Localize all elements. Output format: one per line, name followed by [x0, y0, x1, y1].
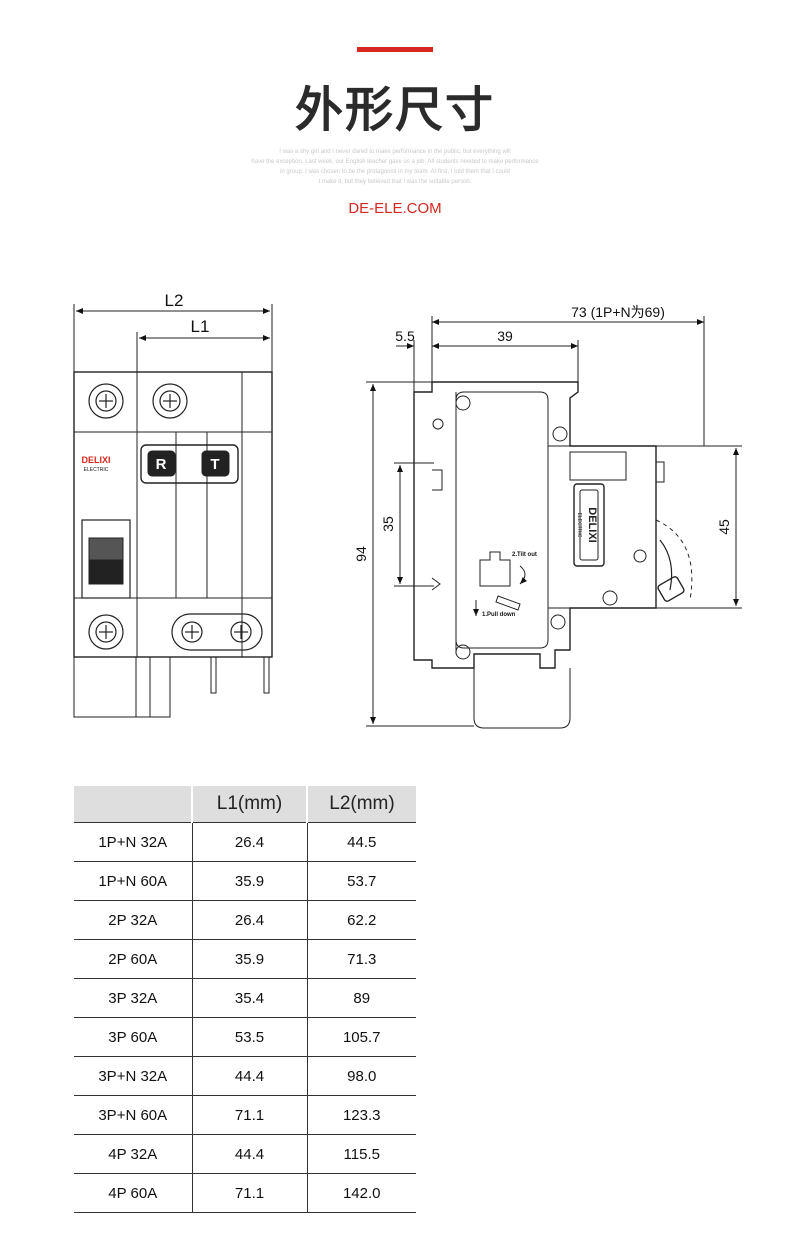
table-cell-l1: 35.4	[191, 978, 308, 1018]
table-cell-l2: 105.7	[307, 1017, 416, 1057]
table-cell-l1: 44.4	[191, 1134, 308, 1174]
front-view-drawing	[73, 304, 273, 718]
dim-label-total-depth: 73 (1P+N为69)	[571, 304, 665, 320]
table-cell-l2: 71.3	[307, 939, 416, 979]
table-cell-model: 4P 32A	[74, 1134, 192, 1174]
table-cell-model: 1P+N 32A	[74, 822, 192, 862]
dim-label-l1: L1	[191, 317, 210, 336]
table-cell-model: 2P 60A	[74, 939, 192, 979]
reset-button-label: R	[156, 456, 167, 473]
accent-bar	[357, 47, 433, 52]
table-cell-l2: 89	[307, 978, 416, 1018]
front-screws	[88, 383, 263, 651]
decorative-blurb: I was a shy girl and I never dared to ma…	[215, 147, 575, 187]
side-view-drawing	[366, 316, 742, 729]
table-cell-l2: 98.0	[307, 1056, 416, 1096]
table-cell-model: 1P+N 60A	[74, 861, 192, 901]
table-cell-l2: 53.7	[307, 861, 416, 901]
table-cell-l2: 115.5	[307, 1134, 416, 1174]
table-header-l1: L1(mm)	[191, 786, 307, 823]
side-brand-logo: DELIXI	[586, 507, 598, 542]
table-cell-l1: 26.4	[191, 822, 308, 862]
table-header-model	[74, 786, 192, 823]
table-cell-model: 4P 60A	[74, 1173, 192, 1213]
table-cell-l1: 44.4	[191, 1056, 308, 1096]
blurb-line: t make it, but they believed that I was …	[318, 179, 472, 185]
dim-label-offset: 5.5	[395, 328, 415, 344]
table-cell-model: 2P 32A	[74, 900, 192, 940]
pull-down-label: 1.Pull down	[482, 612, 516, 618]
table-cell-model: 3P+N 32A	[74, 1056, 192, 1096]
table-header-row: L1(mm) L2(mm)	[74, 786, 416, 823]
table-cell-l1: 26.4	[191, 900, 308, 940]
table-cell-l1: 71.1	[191, 1095, 308, 1135]
table-cell-l2: 44.5	[307, 822, 416, 862]
site-link[interactable]: DE-ELE.COM	[348, 200, 442, 217]
table-cell-l1: 53.5	[191, 1017, 308, 1057]
dim-label-rail: 39	[497, 328, 513, 344]
tilt-out-label: 2.Tilt out	[512, 552, 537, 558]
page-title: 外形尺寸	[294, 82, 495, 138]
blurb-line: in group. I was chosen to be the protago…	[280, 169, 510, 175]
table-cell-l2: 142.0	[307, 1173, 416, 1213]
dim-label-height: 94	[353, 546, 369, 562]
dim-label-l2: L2	[165, 291, 184, 310]
dim-label-inner: 35	[380, 516, 396, 532]
table-cell-model: 3P 60A	[74, 1017, 192, 1057]
table-cell-model: 3P+N 60A	[74, 1095, 192, 1135]
test-button-label: T	[210, 456, 219, 473]
front-brand-sub: ELECTRIC	[84, 467, 109, 473]
table-cell-l2: 123.3	[307, 1095, 416, 1135]
table-cell-l1: 71.1	[191, 1173, 308, 1213]
table-cell-l1: 35.9	[191, 861, 308, 901]
table-cell-model: 3P 32A	[74, 978, 192, 1018]
table-cell-l1: 35.9	[191, 939, 308, 979]
front-brand-logo: DELIXI	[81, 455, 110, 465]
dim-label-right: 45	[716, 519, 732, 535]
side-brand-sub: ELECTRIC	[576, 513, 582, 538]
table-header-l2: L2(mm)	[306, 786, 416, 823]
table-cell-l2: 62.2	[307, 900, 416, 940]
blurb-line: have the exception. Last week, our Engli…	[251, 159, 539, 165]
blurb-line: I was a shy girl and I never dared to ma…	[279, 149, 511, 155]
